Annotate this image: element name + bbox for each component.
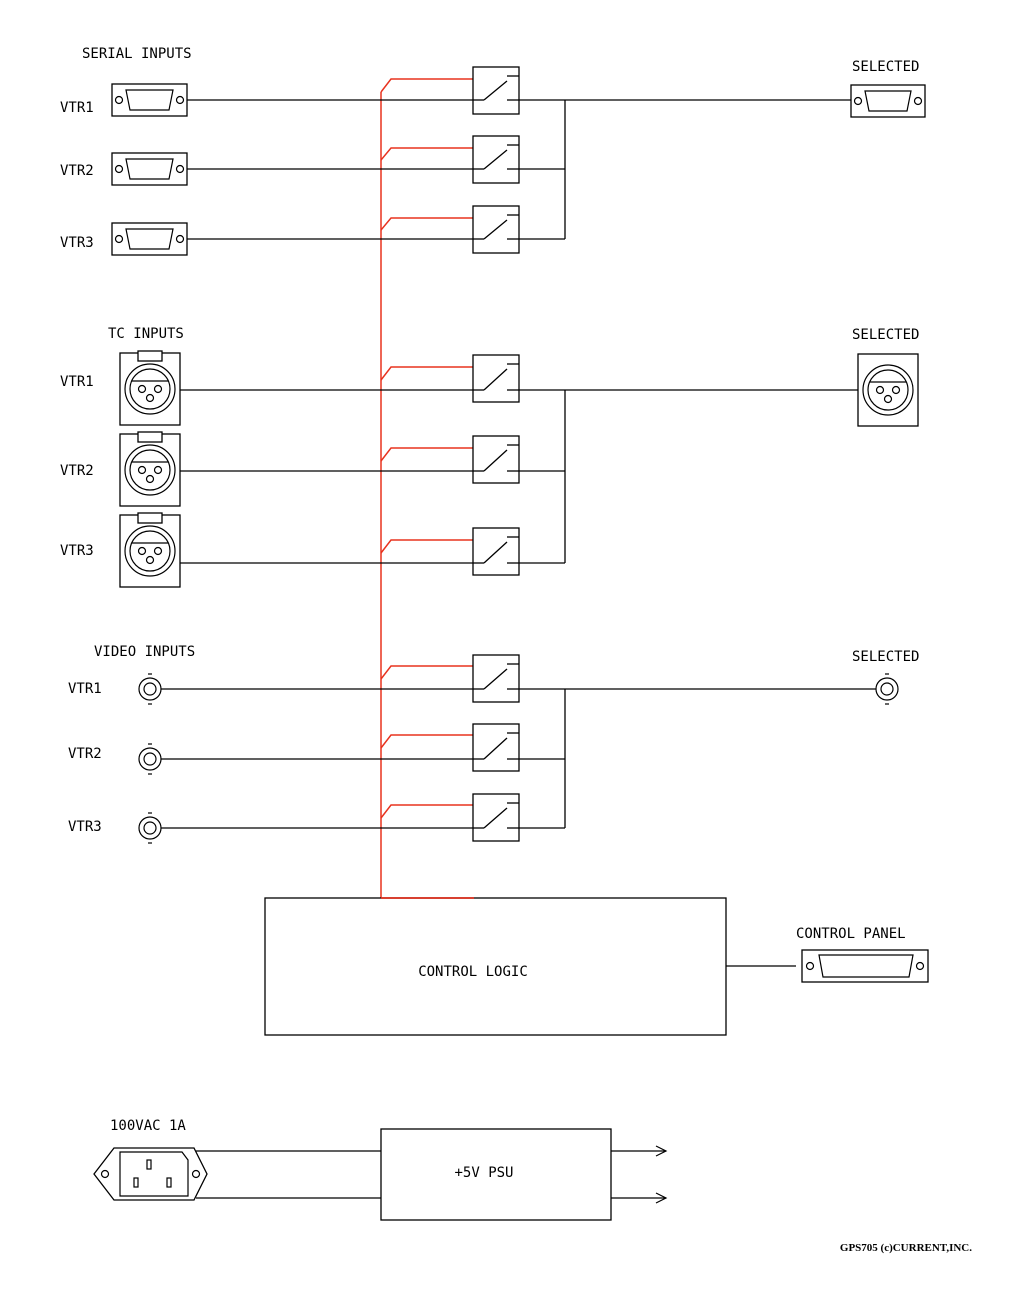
- control-tap-line: [380, 539, 474, 554]
- control-panel-label: CONTROL PANEL: [796, 926, 906, 942]
- serial-vtr1-connector: [111, 83, 188, 117]
- control-logic-label: CONTROL LOGIC: [418, 964, 528, 980]
- tc-vtr2-xlr-connector: [119, 431, 181, 507]
- serial-vtr2-label: VTR2: [60, 163, 94, 179]
- tc-inputs-section: TC INPUTS VTR1 VTR2 VTR3 SELECTED: [60, 326, 919, 588]
- serial-vtr3-label: VTR3: [60, 235, 94, 251]
- power-input-label: 100VAC 1A: [110, 1118, 186, 1134]
- control-tap-line: [380, 734, 474, 749]
- tc-selected-xlr-connector: [857, 353, 919, 427]
- video-vtr3-label: VTR3: [68, 819, 102, 835]
- control-panel-connector: [801, 949, 929, 983]
- video-relay-switch-2: [472, 723, 520, 772]
- serial-inputs-heading: SERIAL INPUTS: [82, 46, 192, 62]
- psu-output-arrows: [611, 1145, 668, 1204]
- serial-relay-switch-2: [472, 135, 520, 184]
- psu-label: +5V PSU: [454, 1165, 513, 1181]
- tc-relay-switch-1: [472, 354, 520, 403]
- tc-selected-label: SELECTED: [852, 327, 919, 343]
- tc-vtr3-xlr-connector: [119, 512, 181, 588]
- serial-vtr3-connector: [111, 222, 188, 256]
- control-bus: [380, 78, 474, 899]
- video-vtr1-label: VTR1: [68, 681, 102, 697]
- video-inputs-section: VIDEO INPUTS VTR1 VTR2 VTR3 SELECTED: [68, 644, 919, 844]
- serial-relay-switch-3: [472, 205, 520, 254]
- video-vtr2-label: VTR2: [68, 746, 102, 762]
- serial-vtr1-label: VTR1: [60, 100, 94, 116]
- video-vtr3-bnc-connector: [138, 812, 162, 844]
- serial-vtr2-connector: [111, 152, 188, 186]
- control-logic-block: CONTROL LOGIC: [264, 897, 727, 1036]
- video-inputs-heading: VIDEO INPUTS: [94, 644, 195, 660]
- video-vtr2-bnc-connector: [138, 743, 162, 775]
- tc-vtr1-xlr-connector: [119, 350, 181, 426]
- video-relay-switch-1: [472, 654, 520, 703]
- credit-text: GPS705 (c)CURRENT,INC.: [840, 1242, 972, 1254]
- video-relay-switch-3: [472, 793, 520, 842]
- serial-selected-label: SELECTED: [852, 59, 919, 75]
- control-tap-line: [380, 217, 474, 231]
- serial-selected-connector: [850, 84, 926, 118]
- tc-vtr1-label: VTR1: [60, 374, 94, 390]
- serial-inputs-section: SERIAL INPUTS VTR1 VTR2 VTR3 SELECTED: [60, 46, 926, 256]
- video-selected-label: SELECTED: [852, 649, 919, 665]
- tc-inputs-heading: TC INPUTS: [108, 326, 184, 342]
- video-selected-bnc-connector: [875, 673, 899, 705]
- tc-vtr3-label: VTR3: [60, 543, 94, 559]
- control-tap-line: [380, 665, 474, 680]
- control-tap-line: [380, 804, 474, 819]
- control-tap-line: [380, 366, 474, 381]
- tc-relay-switch-3: [472, 527, 520, 576]
- tc-vtr2-label: VTR2: [60, 463, 94, 479]
- control-tap-line: [380, 447, 474, 462]
- iec-power-inlet: [93, 1147, 208, 1201]
- serial-relay-switch-1: [472, 66, 520, 115]
- control-tap-line: [380, 78, 474, 93]
- tc-relay-switch-2: [472, 435, 520, 484]
- psu-block: [380, 1128, 612, 1221]
- control-tap-line: [380, 147, 474, 161]
- video-vtr1-bnc-connector: [138, 673, 162, 705]
